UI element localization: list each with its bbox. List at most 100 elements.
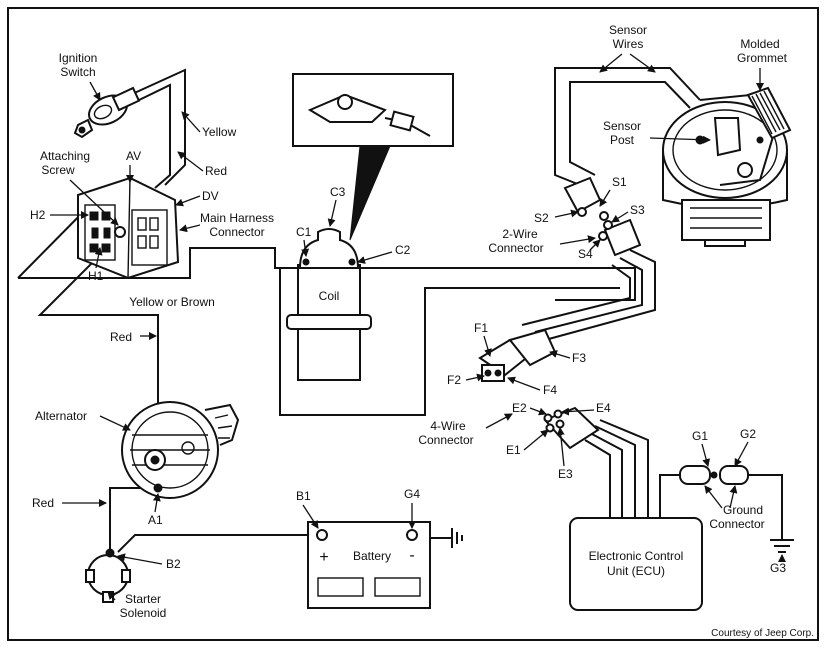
arrow-c2 bbox=[357, 251, 393, 264]
arrow-main-harness bbox=[179, 224, 201, 233]
arrow-h1 bbox=[94, 247, 103, 269]
leader-arrows bbox=[50, 53, 786, 601]
label-two-wire-2: Connector bbox=[488, 241, 543, 255]
arrow-attaching-screw bbox=[69, 179, 119, 226]
credit-line: Courtesy of Jeep Corp. bbox=[711, 628, 814, 639]
label-s2: S2 bbox=[534, 211, 549, 225]
label-red-bottom: Red bbox=[32, 496, 54, 510]
label-b1: B1 bbox=[296, 489, 311, 503]
arrow-two-wire bbox=[559, 235, 596, 245]
label-attaching-screw-1: Attaching bbox=[40, 149, 90, 163]
arrow-f3 bbox=[549, 350, 571, 359]
label-starter-solenoid-2: Solenoid bbox=[120, 606, 167, 620]
label-ground-connector-2: Connector bbox=[709, 517, 764, 531]
ecu-wire-4 bbox=[599, 419, 649, 520]
label-minus: - bbox=[409, 547, 414, 564]
ecu-wire-2 bbox=[589, 432, 623, 520]
ecu-wire-1 bbox=[584, 439, 611, 520]
label-s4: S4 bbox=[578, 247, 593, 261]
arrow-starter bbox=[107, 591, 116, 601]
label-sensor-wires-2: Wires bbox=[613, 37, 644, 51]
battery bbox=[307, 521, 463, 609]
label-two-wire-1: 2-Wire bbox=[502, 227, 538, 241]
label-b2: B2 bbox=[166, 557, 181, 571]
label-ecu-2: Unit (ECU) bbox=[607, 564, 665, 578]
label-four-wire-2: Connector bbox=[418, 433, 473, 447]
label-a1: A1 bbox=[148, 513, 163, 527]
arrow-ignition bbox=[89, 81, 101, 101]
label-dv: DV bbox=[202, 189, 219, 203]
label-c2: C2 bbox=[395, 243, 411, 257]
arrow-sensor-wires-b bbox=[629, 53, 656, 73]
yellow-wire bbox=[129, 68, 186, 186]
main-harness-connector bbox=[77, 176, 180, 280]
coil bbox=[286, 228, 372, 381]
label-e1: E1 bbox=[506, 443, 521, 457]
twowire-bundle-a bbox=[544, 249, 656, 341]
battery-positive-wire bbox=[117, 534, 320, 553]
label-battery: Battery bbox=[353, 549, 391, 563]
arrow-s2 bbox=[554, 209, 579, 218]
arrow-c3 bbox=[327, 199, 337, 227]
ecu-wire-3 bbox=[594, 425, 636, 520]
label-red-mid: Red bbox=[110, 330, 132, 344]
label-h1: H1 bbox=[88, 269, 104, 283]
label-sensor-wires-1: Sensor bbox=[609, 23, 647, 37]
arrow-red-top bbox=[177, 151, 204, 172]
starter-solenoid bbox=[85, 548, 131, 603]
arrow-f1 bbox=[483, 335, 492, 357]
arrow-e1 bbox=[523, 429, 549, 451]
arrow-a1 bbox=[152, 493, 161, 513]
label-s1: S1 bbox=[612, 175, 627, 189]
arrow-e2 bbox=[529, 407, 547, 416]
arrow-e4 bbox=[561, 407, 595, 416]
label-g2: G2 bbox=[740, 427, 756, 441]
arrow-s1 bbox=[599, 189, 611, 207]
arrow-sensor-post bbox=[649, 135, 711, 144]
arrow-f4 bbox=[507, 376, 541, 391]
label-g4: G4 bbox=[404, 487, 420, 501]
label-c3: C3 bbox=[330, 185, 346, 199]
label-red-top: Red bbox=[205, 164, 227, 178]
label-e4: E4 bbox=[596, 401, 611, 415]
arrow-b1 bbox=[302, 504, 319, 529]
ground-wire bbox=[748, 474, 783, 540]
label-f3: F3 bbox=[572, 351, 586, 365]
label-f2: F2 bbox=[447, 373, 461, 387]
label-av: AV bbox=[126, 149, 141, 163]
arrow-g1 bbox=[701, 443, 711, 467]
two-wire-connector bbox=[563, 176, 642, 257]
ecu bbox=[569, 517, 703, 611]
label-h2: H2 bbox=[30, 208, 46, 222]
arrow-f2 bbox=[465, 373, 485, 382]
arrow-yellow bbox=[181, 111, 201, 133]
label-yellow-or-brown: Yellow or Brown bbox=[129, 295, 215, 309]
ignition-switch bbox=[73, 86, 141, 139]
sensor-wire-a bbox=[554, 67, 701, 186]
label-ignition-switch-2: Switch bbox=[60, 65, 95, 79]
arrow-dv bbox=[175, 195, 201, 207]
arrow-alternator bbox=[99, 415, 131, 431]
arrow-ground-b bbox=[729, 485, 738, 509]
wires bbox=[17, 67, 783, 553]
coil-return-wire bbox=[279, 268, 620, 416]
diagram-border bbox=[7, 7, 819, 641]
arrow-g2 bbox=[734, 441, 749, 467]
arrow-s3 bbox=[611, 211, 629, 223]
arrow-c1 bbox=[301, 239, 310, 257]
label-ignition-switch-1: Ignition bbox=[59, 51, 98, 65]
coil-c2-wire bbox=[340, 267, 636, 301]
f-connector bbox=[478, 328, 557, 382]
label-s3: S3 bbox=[630, 203, 645, 217]
ecu-ground-wire bbox=[659, 474, 680, 520]
label-c1: C1 bbox=[296, 225, 312, 239]
arrow-four-wire bbox=[485, 413, 513, 429]
label-attaching-screw-2: Screw bbox=[41, 163, 75, 177]
red-wire-top bbox=[134, 83, 171, 189]
label-yellow: Yellow bbox=[202, 125, 237, 139]
label-coil: Coil bbox=[319, 289, 340, 303]
label-main-harness-2: Connector bbox=[209, 225, 264, 239]
label-starter-solenoid-1: Starter bbox=[125, 592, 161, 606]
